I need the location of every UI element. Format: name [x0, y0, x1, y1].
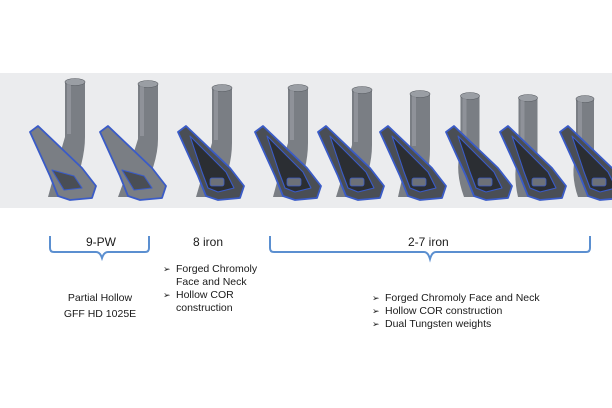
hosel-highlight	[67, 84, 71, 134]
tungsten-weight	[591, 177, 607, 187]
tungsten-weight	[411, 177, 427, 187]
bullet-item: ➢Forged Chromoly Face and Neck	[372, 292, 540, 304]
label-8-iron: 8 iron	[193, 235, 224, 249]
hosel-top	[575, 95, 595, 103]
club-head-4	[254, 84, 322, 201]
hosel-highlight	[214, 90, 218, 140]
hosel-highlight	[462, 98, 467, 148]
arrow-bullet-icon: ➢	[372, 306, 380, 316]
bullet-item: ➢Forged Chromoly Face and Neck	[163, 263, 258, 288]
hosel-highlight	[412, 96, 416, 146]
arrow-bullet-icon: ➢	[372, 293, 380, 303]
label-9-pw: 9-PW	[86, 235, 116, 249]
tungsten-weight	[286, 177, 302, 187]
hosel-highlight	[578, 101, 582, 151]
bracket-2-7-iron	[269, 236, 591, 263]
description-line: Partial Hollow	[67, 292, 133, 304]
arrow-bullet-icon: ➢	[372, 319, 380, 329]
arrow-bullet-icon: ➢	[163, 264, 171, 274]
label-2-7-iron: 2-7 iron	[408, 235, 449, 249]
bullets-2-7-iron: ➢Forged Chromoly Face and Neck ➢Hollow C…	[372, 292, 552, 331]
hosel-highlight	[290, 90, 294, 140]
tungsten-weight	[209, 177, 225, 187]
hosel-top	[287, 84, 309, 92]
hosel-top	[137, 80, 159, 88]
hosel-top	[460, 92, 480, 100]
hosel-top	[64, 78, 86, 86]
bullets-8-iron: ➢Forged Chromoly Face and Neck ➢Hollow C…	[163, 263, 258, 315]
hosel-top	[518, 94, 538, 102]
club-head-9	[559, 95, 612, 201]
description-9-pw: Partial Hollow GFF HD 1025E	[40, 290, 160, 322]
hosel-top	[409, 90, 431, 98]
bullet-item: ➢Hollow COR construction	[163, 289, 234, 314]
tungsten-weight	[477, 177, 493, 187]
club-head-5	[317, 86, 385, 201]
blade-section	[99, 125, 167, 201]
description-line: GFF HD 1025E	[63, 308, 137, 320]
club-head-2	[99, 80, 167, 201]
arrow-bullet-icon: ➢	[163, 290, 171, 300]
bullet-item: ➢Hollow COR construction	[372, 305, 503, 317]
bracket-9-pw	[49, 236, 150, 262]
club-head-8	[499, 94, 567, 201]
tungsten-weight	[349, 177, 365, 187]
hosel-top	[351, 86, 373, 94]
tungsten-weight	[531, 177, 547, 187]
blade-section	[29, 125, 97, 201]
cavity	[121, 169, 153, 191]
club-head-3	[177, 84, 245, 201]
hosel-top	[211, 84, 233, 92]
hosel-highlight	[354, 92, 358, 142]
club-head-6	[379, 90, 447, 201]
bullet-item: ➢Dual Tungsten weights	[372, 318, 492, 330]
hosel-highlight	[520, 100, 525, 150]
club-head-1	[29, 78, 97, 201]
cavity	[51, 169, 83, 191]
club-head-7	[445, 92, 513, 201]
hosel-highlight	[140, 86, 144, 136]
